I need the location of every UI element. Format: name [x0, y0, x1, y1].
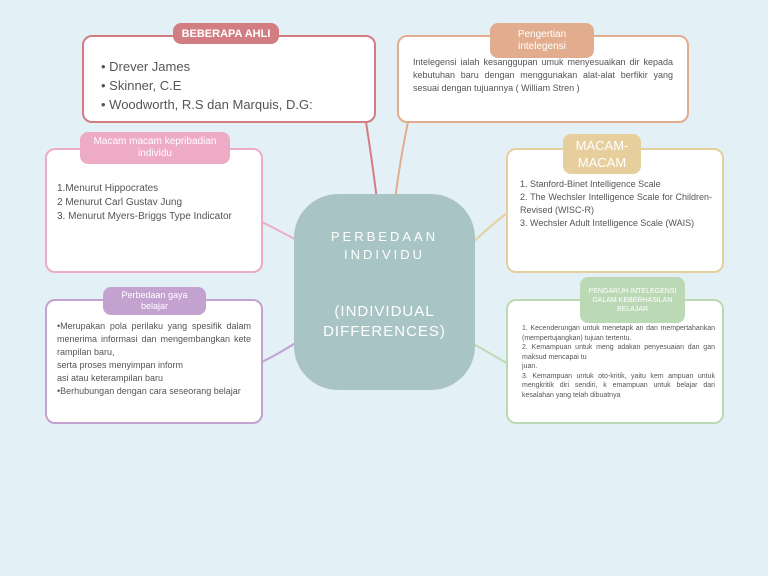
- text-line: serta proses menyimpan inform: [57, 360, 184, 370]
- central-topic[interactable]: PERBEDAAN INDIVIDU (INDIVIDUAL DIFFERENC…: [294, 194, 475, 390]
- list-macam-macam: 1. Stanford-Binet Intelligence Scale 2. …: [520, 178, 712, 230]
- node-gaya-belajar[interactable]: [45, 299, 263, 424]
- central-subtitle: (INDIVIDUAL DIFFERENCES): [323, 303, 446, 340]
- list-item: 2 Menurut Carl Gustav Jung: [57, 197, 183, 208]
- list-kepribadian: 1.Menurut Hippocrates 2 Menurut Carl Gus…: [57, 182, 232, 224]
- list-item: 3. Wechsler Adult Intelligence Scale (WA…: [520, 218, 695, 228]
- text-pengaruh-intelegensi: 1. Kecenderungan untuk menetapk an dan m…: [522, 324, 715, 400]
- text-line: 2. Kemampuan untuk meng adakan penyesuai…: [522, 344, 715, 361]
- list-item: 2. The Wechsler Intelligence Scale for C…: [520, 192, 712, 215]
- text-line: 3. Kemampuan untuk oto-kritik, yaitu kem…: [522, 372, 715, 399]
- connector-pengertian: [394, 121, 409, 201]
- label-kepribadian[interactable]: Macam macam kepribadian individu: [80, 132, 230, 164]
- list-item: 1.Menurut Hippocrates: [57, 183, 159, 194]
- text-pengertian-intelegensi: Intelegensi ialah kesanggupan umuk menye…: [413, 57, 673, 93]
- list-item: • Skinner, C.E: [101, 78, 182, 93]
- text-line: •Merupakan pola perilaku yang spesifik d…: [57, 321, 251, 357]
- node-kepribadian[interactable]: [45, 148, 263, 273]
- text-gaya-belajar: •Merupakan pola perilaku yang spesifik d…: [57, 320, 251, 398]
- connector-macam: [469, 211, 509, 246]
- text-line: •Berhubungan dengan cara seseorang belaj…: [57, 386, 241, 396]
- text-line: 1. Kecenderungan untuk menetapk an dan m…: [522, 325, 715, 342]
- node-beberapa-ahli[interactable]: [82, 35, 376, 123]
- list-item: • Drever James: [101, 59, 191, 74]
- text-line: asi atau keterampilan baru: [57, 373, 164, 383]
- text-line: juan.: [522, 363, 538, 370]
- central-title: PERBEDAAN INDIVIDU: [330, 229, 439, 262]
- label-pengertian-intelegensi[interactable]: Pengertian intelegensi: [490, 23, 594, 58]
- list-beberapa-ahli: • Drever James • Skinner, C.E • Woodwort…: [101, 57, 313, 114]
- list-item: 1. Stanford-Binet Intelligence Scale: [520, 179, 661, 189]
- connector-ahli: [365, 121, 378, 201]
- list-item: • Woodworth, R.S dan Marquis, D.G:: [101, 97, 313, 112]
- label-beberapa-ahli[interactable]: BEBERAPA AHLI: [173, 23, 279, 44]
- label-gaya-belajar[interactable]: Perbedaan gaya belajar: [103, 287, 206, 315]
- label-macam-macam[interactable]: MACAM-MACAM: [563, 134, 641, 174]
- label-pengaruh-intelegensi[interactable]: PENGARUH INTELEGENSI DALAM KEBERHASILAN …: [580, 277, 685, 323]
- connector-pengaruh: [469, 341, 509, 365]
- list-item: 3. Menurut Myers-Briggs Type Indicator: [57, 211, 232, 222]
